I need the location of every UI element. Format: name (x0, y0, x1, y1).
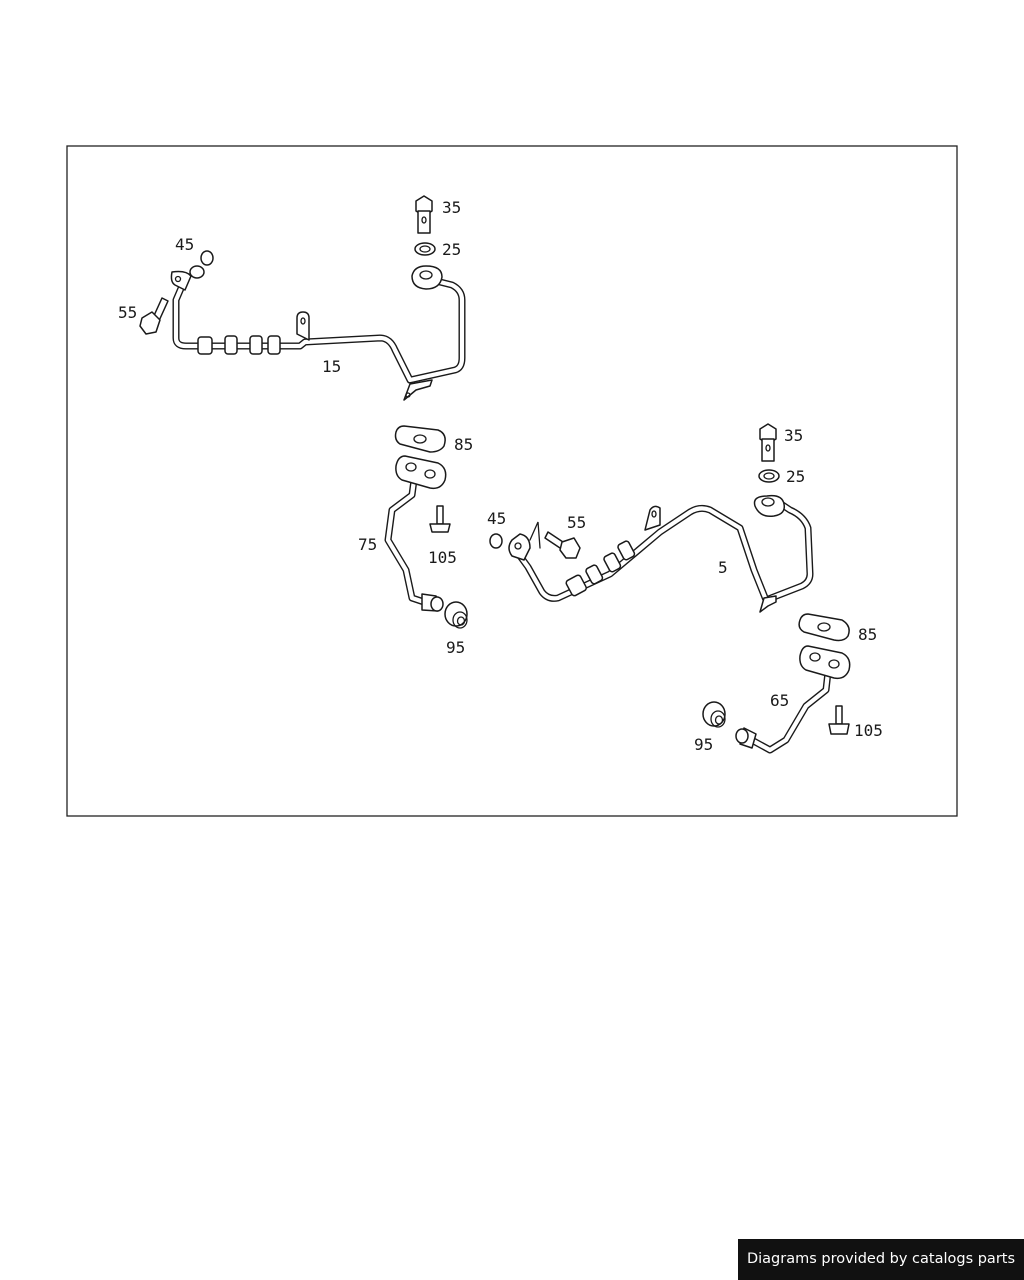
callout-35-upper: 35 (442, 198, 461, 217)
bolt-105-left (429, 505, 451, 533)
gasket-85-right (798, 613, 850, 642)
callout-25-upper: 25 (442, 240, 461, 259)
oil-pipe-5 (508, 494, 814, 613)
o-ring-45-upper (200, 250, 214, 266)
seal-ring-25-right-hole (763, 472, 775, 480)
gasket-85-left-hole (413, 434, 427, 444)
oil-pipe-75 (384, 455, 447, 612)
oil-pipe-65 (735, 645, 851, 754)
callout-95-right: 95 (694, 735, 713, 754)
bolt-55-upper (139, 297, 169, 335)
callout-5: 5 (718, 558, 728, 577)
callout-35-right: 35 (784, 426, 803, 445)
callout-75: 75 (358, 535, 377, 554)
callout-105-right: 105 (854, 721, 883, 740)
diagram-frame (66, 145, 958, 817)
callout-45-upper: 45 (175, 235, 194, 254)
grommet-95-right (702, 701, 726, 728)
seal-ring-25-upper (414, 242, 436, 256)
callout-105-left: 105 (428, 548, 457, 567)
oil-pipe-15 (170, 265, 466, 401)
bolt-105-right (828, 705, 850, 735)
callout-95-left: 95 (446, 638, 465, 657)
bolt-55-right (544, 531, 581, 559)
callout-45-right: 45 (487, 509, 506, 528)
credit-banner: Diagrams provided by catalogs parts (738, 1239, 1024, 1280)
gasket-85-left (394, 425, 446, 453)
callout-85-right: 85 (858, 625, 877, 644)
banjo-bolt-35-right (759, 423, 777, 462)
bolt-55-right-leader (529, 521, 541, 549)
callout-55-upper: 55 (118, 303, 137, 322)
callout-25-right: 25 (786, 467, 805, 486)
o-ring-45-right (489, 533, 503, 549)
grommet-95-left (444, 601, 468, 629)
callout-65: 65 (770, 691, 789, 710)
seal-ring-25-right (758, 469, 780, 483)
gasket-85-right-hole (817, 622, 831, 632)
callout-55-right: 55 (567, 513, 586, 532)
seal-ring-25-upper-hole (419, 245, 431, 253)
banjo-bolt-35-upper (415, 195, 433, 234)
callout-15: 15 (322, 357, 341, 376)
callout-85-left: 85 (454, 435, 473, 454)
